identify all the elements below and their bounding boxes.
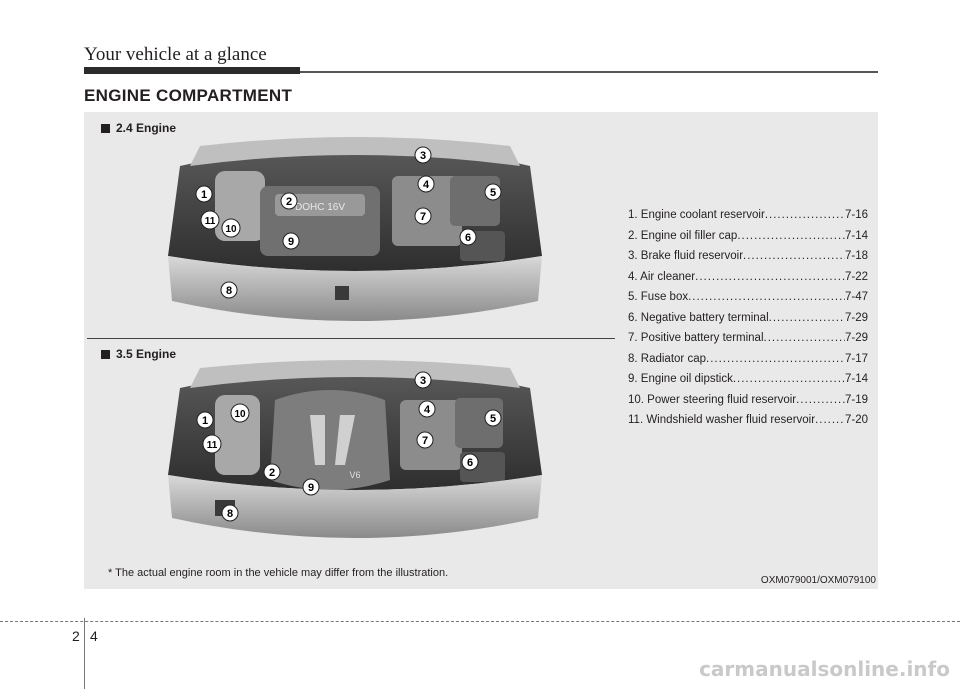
callout-badge: 4	[418, 400, 436, 418]
header-title: Your vehicle at a glance	[84, 44, 267, 65]
callout-badge: 8	[221, 504, 239, 522]
callout-badge: 10	[230, 403, 250, 423]
legend-item: 4. Air cleaner7-22	[628, 267, 868, 288]
callout-badge: 5	[484, 183, 502, 201]
page-chapter: 2	[72, 628, 80, 644]
callout-badge: 6	[459, 228, 477, 246]
svg-text:9: 9	[308, 482, 314, 494]
callout-badge: 11	[200, 210, 220, 230]
svg-text:5: 5	[490, 413, 496, 425]
svg-text:2: 2	[286, 196, 292, 208]
component-legend: 1. Engine coolant reservoir7-16 2. Engin…	[628, 205, 868, 431]
svg-text:11: 11	[205, 216, 216, 227]
watermark: carmanualsonline.info	[699, 657, 950, 681]
engine-label-2-4: 2.4 Engine	[101, 121, 176, 135]
svg-text:2: 2	[269, 467, 275, 479]
callout-badge: 1	[196, 411, 214, 429]
figure-code: OXM079001/OXM079100	[760, 575, 876, 586]
legend-item: 8. Radiator cap7-17	[628, 349, 868, 370]
svg-text:10: 10	[234, 409, 246, 420]
callout-badge: 3	[414, 146, 432, 164]
bullet-square-icon	[101, 349, 110, 359]
engine-label-text: 2.4 Engine	[116, 121, 177, 135]
callout-badge: 7	[414, 207, 432, 225]
callout-badge: 5	[484, 409, 502, 427]
svg-text:7: 7	[422, 435, 428, 447]
svg-text:5: 5	[490, 187, 496, 199]
legend-item: 9. Engine oil dipstick7-14	[628, 369, 868, 390]
svg-text:3: 3	[420, 150, 426, 162]
legend-item: 3. Brake fluid reservoir7-18	[628, 246, 868, 267]
illustration-note: * The actual engine room in the vehicle …	[108, 567, 449, 579]
engine-label-text: 3.5 Engine	[116, 347, 177, 361]
section-title: ENGINE COMPARTMENT	[84, 86, 293, 105]
legend-item: 6. Negative battery terminal7-29	[628, 308, 868, 329]
header-bar	[84, 67, 300, 74]
engine-label-3-5: 3.5 Engine	[101, 347, 176, 361]
legend-item: 11. Windshield washer fluid reservoir7-2…	[628, 410, 868, 431]
svg-text:4: 4	[424, 404, 431, 416]
callout-badge: 4	[417, 175, 435, 193]
callout-badge: 9	[282, 232, 300, 250]
svg-text:11: 11	[207, 440, 218, 451]
bullet-square-icon	[101, 123, 110, 133]
callout-badge: 9	[302, 478, 320, 496]
svg-text:1: 1	[202, 415, 208, 427]
legend-item: 2. Engine oil filler cap7-14	[628, 226, 868, 247]
callout-badge: 10	[221, 218, 241, 238]
callout-badge: 2	[263, 463, 281, 481]
legend-item: 7. Positive battery terminal7-29	[628, 328, 868, 349]
callout-badge: 3	[414, 371, 432, 389]
legend-item: 5. Fuse box7-47	[628, 287, 868, 308]
svg-text:7: 7	[420, 211, 426, 223]
svg-text:9: 9	[288, 236, 294, 248]
svg-text:6: 6	[467, 457, 473, 469]
callout-badge: 11	[202, 434, 222, 454]
legend-item: 10. Power steering fluid reservoir7-19	[628, 390, 868, 411]
callout-badge: 2	[280, 192, 298, 210]
svg-text:8: 8	[227, 508, 233, 520]
callout-badge: 1	[195, 185, 213, 203]
callout-badge: 6	[461, 453, 479, 471]
engine-cover-plate: V6	[349, 470, 360, 480]
legend-item: 1. Engine coolant reservoir7-16	[628, 205, 868, 226]
svg-text:1: 1	[201, 189, 207, 201]
callout-badge: 7	[416, 431, 434, 449]
svg-text:8: 8	[226, 285, 232, 297]
svg-text:3: 3	[420, 375, 426, 387]
engine-cover-plate: DOHC 16V	[295, 202, 345, 213]
svg-text:10: 10	[225, 224, 237, 235]
svg-text:6: 6	[465, 232, 471, 244]
page-number: 4	[90, 628, 98, 644]
header-rule	[300, 71, 878, 73]
callout-badge: 8	[220, 281, 238, 299]
footer-divider	[84, 618, 85, 689]
footer-rule	[0, 621, 960, 622]
svg-text:4: 4	[423, 179, 430, 191]
divider	[87, 338, 615, 339]
